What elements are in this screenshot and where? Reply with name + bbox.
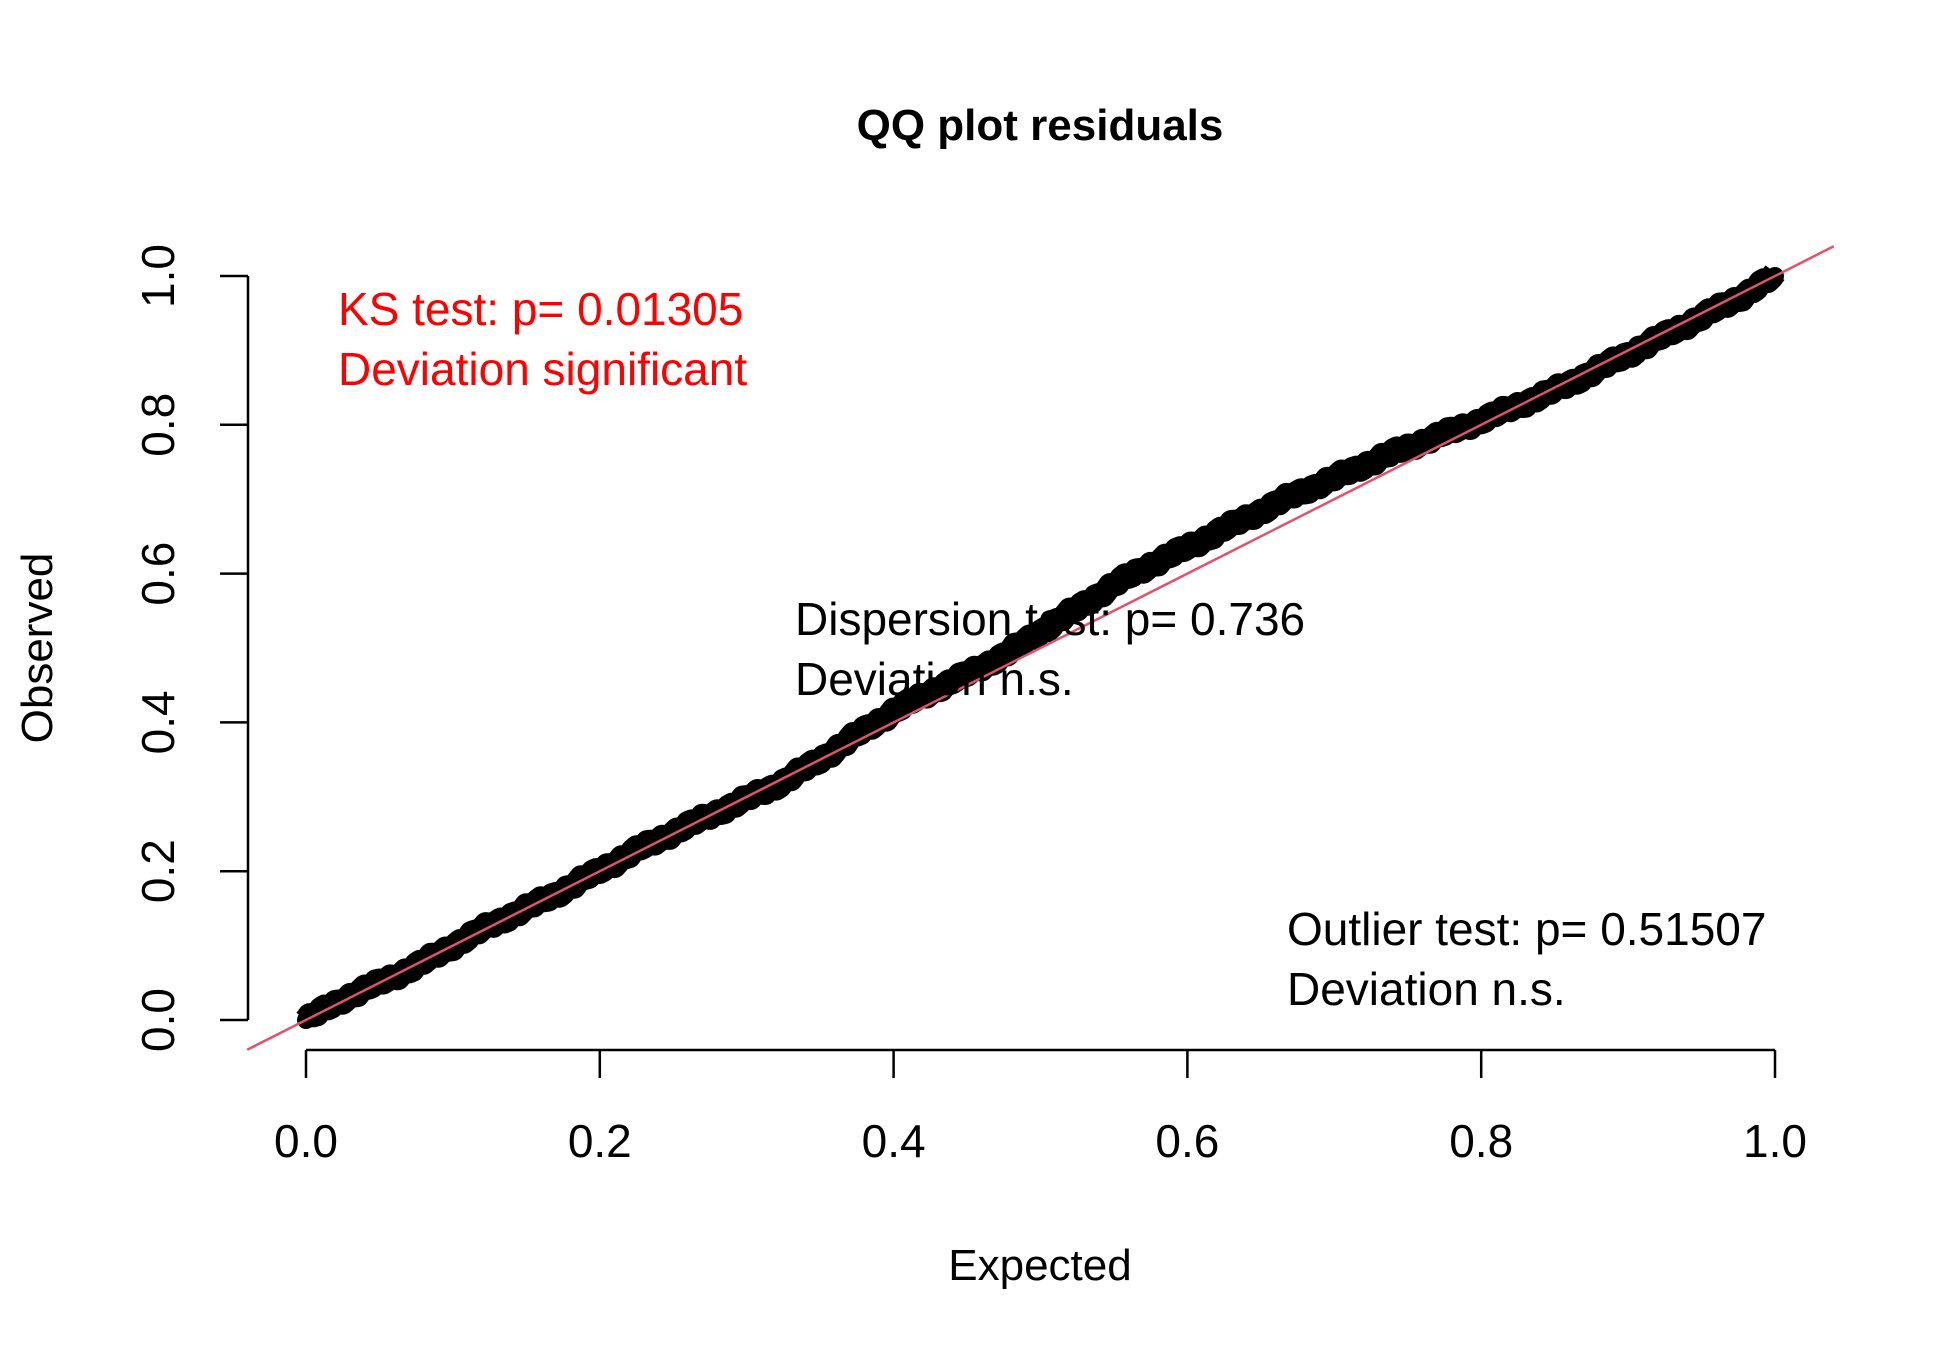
y-tick-label: 1.0 xyxy=(132,244,184,308)
y-tick-label: 0.2 xyxy=(132,839,184,903)
qq-point xyxy=(1619,345,1638,364)
dispersion-test-line2: Deviation n.s. xyxy=(795,653,1074,705)
y-tick-label: 0.4 xyxy=(132,690,184,754)
qq-point xyxy=(1068,599,1087,618)
qq-point xyxy=(1472,411,1491,430)
qq-point xyxy=(1729,289,1748,308)
qq-point xyxy=(1178,538,1197,557)
y-axis-ticks: 0.0 0.2 0.4 0.6 0.8 1.0 xyxy=(132,244,248,1052)
qq-point xyxy=(1655,326,1674,345)
ks-test-annotation: KS test: p= 0.01305 Deviation significan… xyxy=(338,283,747,395)
y-tick-label: 0.0 xyxy=(132,988,184,1052)
qq-point xyxy=(884,702,903,721)
x-axis-label: Expected xyxy=(948,1241,1131,1290)
outlier-test-line2: Deviation n.s. xyxy=(1287,963,1566,1015)
ks-test-line2: Deviation significant xyxy=(338,343,747,395)
qq-point xyxy=(1325,469,1344,488)
qq-point xyxy=(664,823,683,842)
outlier-test-line1: Outlier test: p= 0.51507 xyxy=(1287,903,1766,955)
qq-point xyxy=(1435,424,1454,443)
qq-point xyxy=(480,916,499,935)
qq-point xyxy=(1288,484,1307,503)
qq-point xyxy=(774,772,793,791)
x-axis-ticks: 0.0 0.2 0.4 0.6 0.8 1.0 xyxy=(274,1050,1807,1167)
y-axis-label: Observed xyxy=(13,553,62,744)
qq-point xyxy=(994,646,1013,665)
x-tick-label: 0.0 xyxy=(274,1115,338,1167)
plot-area xyxy=(246,245,1835,1051)
qq-point xyxy=(1582,363,1601,382)
qq-point xyxy=(1692,307,1711,326)
x-tick-label: 0.2 xyxy=(568,1115,632,1167)
reference-line xyxy=(246,245,1835,1051)
x-tick-label: 0.6 xyxy=(1155,1115,1219,1167)
qq-point xyxy=(1215,519,1234,538)
x-tick-label: 0.8 xyxy=(1449,1115,1513,1167)
qq-point xyxy=(921,682,940,701)
qq-point xyxy=(1362,453,1381,471)
y-tick-label: 0.8 xyxy=(132,393,184,457)
ks-test-line1: KS test: p= 0.01305 xyxy=(338,283,743,335)
qq-point xyxy=(1104,575,1123,594)
qq-point xyxy=(958,665,977,684)
x-tick-label: 0.4 xyxy=(862,1115,926,1167)
chart-title: QQ plot residuals xyxy=(857,101,1224,150)
x-tick-label: 1.0 xyxy=(1743,1115,1807,1167)
qq-point xyxy=(1251,502,1270,521)
outlier-test-annotation: Outlier test: p= 0.51507 Deviation n.s. xyxy=(1287,903,1766,1015)
dispersion-test-annotation: Dispersion test: p= 0.736 Deviation n.s. xyxy=(795,593,1305,705)
qq-point xyxy=(1398,438,1417,457)
y-tick-label: 0.6 xyxy=(132,542,184,606)
qq-point xyxy=(1031,622,1050,641)
qq-point xyxy=(1141,555,1160,574)
dispersion-test-line1: Dispersion test: p= 0.736 xyxy=(795,593,1305,645)
